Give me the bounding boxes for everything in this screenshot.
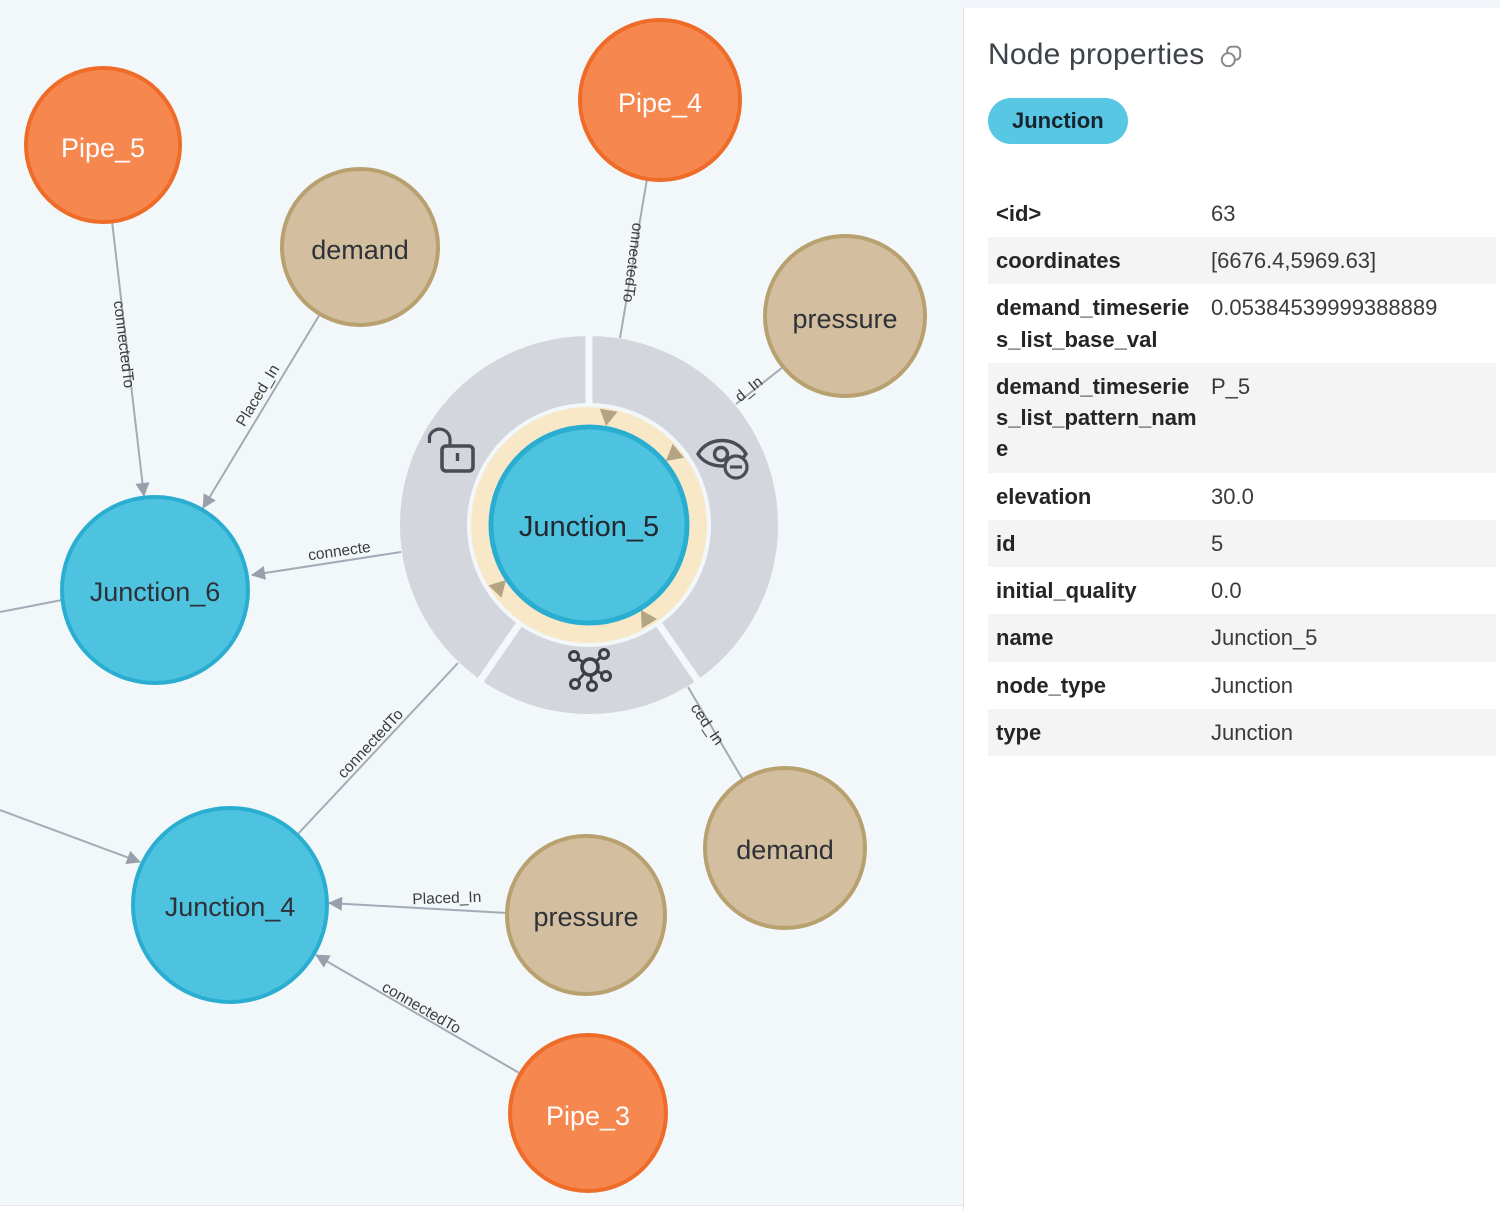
property-value: Junction <box>1211 672 1293 698</box>
edge-label: ced_In <box>687 700 727 748</box>
property-key: <id> <box>996 201 1042 226</box>
edge-pipe3-junction4[interactable] <box>315 954 522 1075</box>
graph-column: connectedTo Placed_In connecte onnectedT… <box>0 0 963 1211</box>
node-pipe-3[interactable] <box>508 1033 668 1193</box>
graph-canvas[interactable]: connectedTo Placed_In connecte onnectedT… <box>0 0 963 1205</box>
network-expand-icon <box>568 648 612 692</box>
property-value: 5 <box>1211 530 1224 556</box>
edge-label: connecte <box>307 539 372 565</box>
property-value: 63 <box>1211 201 1236 226</box>
node-pressure-bottom[interactable] <box>505 834 667 996</box>
property-row: demand_timeseries_list_base_val 0.053845… <box>988 284 1496 362</box>
edge-label: connectedTo <box>110 300 138 389</box>
property-key: demand_timeseries_list_pattern_name <box>996 373 1197 462</box>
property-key: type <box>996 719 1042 745</box>
edge-label: connectedTo <box>379 979 464 1038</box>
edge-pressurebottom-junction4[interactable] <box>328 896 508 914</box>
property-row: elevation 30.0 <box>988 473 1496 520</box>
dismiss-node-button[interactable] <box>696 438 749 480</box>
graph-viewport[interactable]: connectedTo Placed_In connecte onnectedT… <box>0 0 963 1206</box>
node-label-badge[interactable]: Junction <box>988 98 1128 144</box>
node-label-junction-6: Junction_6 <box>90 577 221 607</box>
edge-demandbottom-junction5[interactable] <box>687 686 744 781</box>
property-value: Junction <box>1211 719 1293 745</box>
edge-demandtop-junction6[interactable] <box>202 313 321 509</box>
properties-table: <id> 63 coordinates [6676.4,5969.63] dem… <box>988 190 1496 757</box>
property-value: P_5 <box>1211 373 1251 399</box>
property-key: name <box>996 625 1054 651</box>
property-row: name Junction_5 <box>988 614 1496 662</box>
node-pressure-top[interactable] <box>763 234 927 398</box>
property-row: demand_timeseries_list_pattern_name P_5 <box>988 362 1496 473</box>
property-value: [6676.4,5969.63] <box>1211 248 1377 274</box>
node-demand-bottom[interactable] <box>703 766 867 930</box>
property-key: initial_quality <box>996 578 1137 604</box>
node-label-pipe-4: Pipe_4 <box>618 88 702 118</box>
property-value: 0.05384539999388889 <box>1211 295 1438 321</box>
node-junction-5[interactable] <box>488 424 690 626</box>
node-label-pipe-3: Pipe_3 <box>546 1101 630 1131</box>
property-value: 0.0 <box>1211 578 1242 604</box>
property-row: initial_quality 0.0 <box>988 567 1496 614</box>
copy-icon <box>1221 45 1242 68</box>
property-row: coordinates [6676.4,5969.63] <box>988 237 1496 285</box>
node-pipe-5[interactable] <box>24 66 182 224</box>
node-pipe-4[interactable] <box>578 18 742 182</box>
edge-label: Placed_In <box>412 889 482 908</box>
eye-minus-icon <box>696 438 749 480</box>
property-row: <id> 63 <box>988 190 1496 237</box>
node-label-pressure-bottom: pressure <box>533 902 638 932</box>
expand-relationships-button[interactable] <box>568 648 612 692</box>
property-key: id <box>996 530 1016 556</box>
node-properties-panel: Node properties Junction <id> 63 coordin… <box>963 8 1500 1211</box>
node-junction-4[interactable] <box>131 806 329 1004</box>
node-label-demand-top: demand <box>311 235 409 265</box>
edge-label: d_In <box>732 373 766 405</box>
edge-label: onnectedTo <box>619 222 646 304</box>
radial-context-menu: Junction_5 <box>400 335 778 714</box>
property-value: 30.0 <box>1211 483 1254 509</box>
edge-pressuretop-junction5[interactable] <box>735 366 784 405</box>
property-key: demand_timeseries_list_base_val <box>996 295 1190 352</box>
node-demand-top[interactable] <box>280 167 440 327</box>
panel-title: Node properties <box>988 38 1205 71</box>
unlock-node-button[interactable] <box>427 427 475 473</box>
node-label-junction-5: Junction_5 <box>519 511 659 543</box>
node-label-demand-bottom: demand <box>736 835 834 865</box>
node-label-pressure-top: pressure <box>792 304 897 334</box>
edge-offscreen-junction6[interactable] <box>0 599 63 613</box>
halo-arrowheads <box>488 408 685 629</box>
edge-junction4-junction5[interactable] <box>296 662 459 836</box>
node-junction-6[interactable] <box>60 495 250 685</box>
node-label-pipe-5: Pipe_5 <box>61 133 145 163</box>
property-key: elevation <box>996 483 1092 509</box>
property-value: Junction_5 <box>1211 625 1318 651</box>
edge-junction5-junction6[interactable] <box>251 551 402 580</box>
edge-pipe4-junction5[interactable] <box>619 178 648 339</box>
edge-offscreen-junction4[interactable] <box>0 809 141 865</box>
property-row: type Junction <box>988 708 1496 757</box>
property-row: id 5 <box>988 519 1496 568</box>
copy-button[interactable] <box>1218 44 1244 70</box>
property-row: node_type Junction <box>988 662 1496 709</box>
edge-pipe5-junction6[interactable] <box>111 220 150 497</box>
panel-header: Node properties <box>988 38 1496 72</box>
node-label-junction-4: Junction_4 <box>165 892 296 922</box>
edge-label: Placed_In <box>233 362 283 430</box>
property-key: coordinates <box>996 248 1121 274</box>
property-key: node_type <box>996 672 1107 698</box>
edge-label: connectedTo <box>335 706 407 782</box>
unlock-icon <box>427 427 475 473</box>
